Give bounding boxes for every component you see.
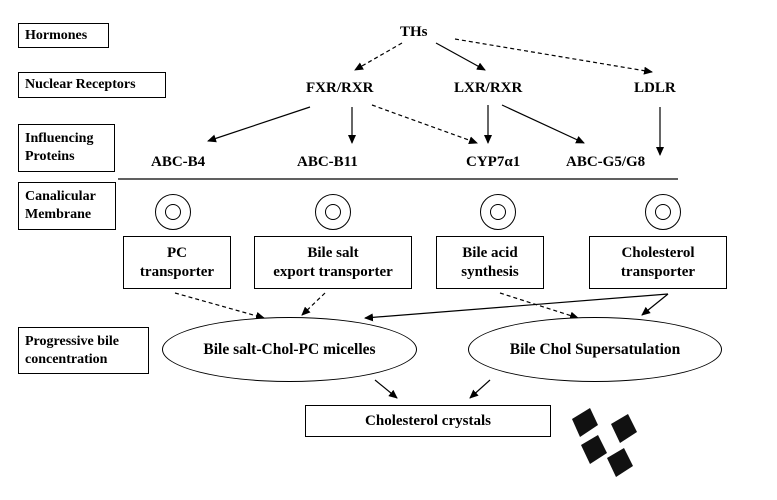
side-label-hormones: Hormones bbox=[18, 23, 109, 48]
node-abc-g5g8: ABC-G5/G8 bbox=[566, 154, 646, 170]
arrow-ths-fxr bbox=[354, 42, 403, 71]
arrow-micelles-crystals bbox=[374, 379, 398, 399]
arrow-chol-supersat bbox=[641, 293, 669, 316]
arrow-supersat-crystals bbox=[469, 379, 491, 399]
arrow-bileacid-supersat bbox=[499, 292, 579, 320]
micelles-oval: Bile salt-Chol-PC micelles bbox=[162, 317, 417, 382]
crystals-icon bbox=[572, 408, 637, 477]
arrow-fxr-abcb4 bbox=[207, 106, 311, 143]
cholesterol-transporter-box: Cholesterol transporter bbox=[589, 236, 727, 289]
side-label-canalicular-membrane: Canalicular Membrane bbox=[18, 182, 116, 230]
node-cyp7a1: CYP7α1 bbox=[466, 154, 521, 170]
pc-transporter-box: PC transporter bbox=[123, 236, 231, 289]
node-fxr-rxr: FXR/RXR bbox=[306, 80, 374, 96]
membrane-channel-icon bbox=[480, 194, 516, 230]
arrow-fxr-cyp7a1 bbox=[371, 104, 478, 145]
arrow-ths-lxr bbox=[435, 42, 486, 71]
side-label-nuclear-receptors: Nuclear Receptors bbox=[18, 72, 166, 98]
node-ldlr: LDLR bbox=[634, 80, 676, 96]
node-abc-b4: ABC-B4 bbox=[151, 154, 206, 170]
bile-acid-synthesis-box: Bile acid synthesis bbox=[436, 236, 544, 289]
arrow-ths-ldlr bbox=[454, 38, 653, 75]
arrow-lxr-abcg5g8 bbox=[501, 104, 585, 144]
cholesterol-crystals-box: Cholesterol crystals bbox=[305, 405, 551, 437]
node-ths: THs bbox=[400, 24, 428, 40]
membrane-channel-icon bbox=[315, 194, 351, 230]
node-lxr-rxr: LXR/RXR bbox=[454, 80, 523, 96]
membrane-channel-icon bbox=[645, 194, 681, 230]
node-abc-b11: ABC-B11 bbox=[297, 154, 358, 170]
bile-salt-export-transporter-box: Bile salt export transporter bbox=[254, 236, 412, 289]
side-label-progressive-bile: Progressive bile concentration bbox=[18, 327, 149, 374]
membrane-channel-icon bbox=[155, 194, 191, 230]
supersaturation-oval: Bile Chol Supersatulation bbox=[468, 317, 722, 382]
arrow-pc-micelles bbox=[174, 292, 265, 320]
arrow-bilesalt-micelles bbox=[301, 292, 326, 316]
arrow-chol-micelles bbox=[364, 293, 669, 322]
side-label-influencing-proteins: Influencing Proteins bbox=[18, 124, 115, 172]
